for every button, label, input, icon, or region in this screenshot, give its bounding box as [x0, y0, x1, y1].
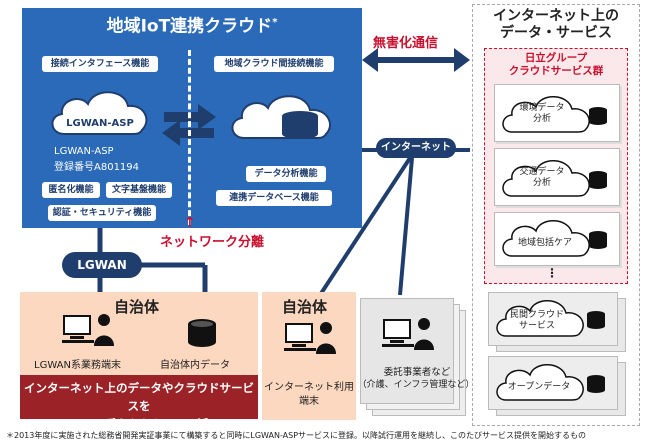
care-label: 地域包括ケア	[517, 238, 572, 248]
footnote: ＊2013年度に実施された総務省開発実証事業にて構築すると同時にLGWAN-AS…	[6, 431, 587, 440]
asp-reg-line2: 登録番号A801194	[54, 162, 140, 173]
inter-cloud-function-label: 地域クラウド間接続機能	[214, 56, 334, 72]
cloud-database-icon	[502, 96, 607, 133]
network-divider	[188, 50, 191, 225]
network-separation-label: ネットワーク分離	[160, 235, 265, 250]
private-cloud-label: 民間クラウド サービス	[494, 310, 580, 332]
contractor-line2: （介護、インフラ管理など）	[357, 380, 475, 390]
cloud-panel-title: 地域IoT連携クラウド*	[22, 8, 362, 38]
auth-security-label: 認証・セキュリティ機能	[48, 205, 156, 221]
asp-reg-line1: LGWAN-ASP	[54, 146, 114, 157]
asp-cloud-label: LGWAN-ASP	[66, 118, 134, 129]
municipal-data-label: 自治体内データ	[160, 360, 230, 371]
traffic-data-label: 交通データ 分析	[500, 167, 584, 189]
harmless-comm-label: 無害化通信	[373, 36, 439, 51]
banner-line2: LGWAN系からセキュアに活用	[57, 417, 221, 431]
cloud-database-icon	[496, 364, 605, 401]
lgwan-terminal-label: LGWAN系業務端末	[34, 360, 121, 371]
separation-arrow-icon: ↑	[184, 215, 196, 231]
env-data-label: 環境データ 分析	[500, 103, 584, 125]
secure-use-banner: インターネット上のデータやクラウドサービスを LGWAN系からセキュアに活用	[20, 375, 258, 431]
computer-user-icon	[62, 314, 114, 346]
services-title-line2: データ・サービス	[500, 25, 612, 41]
text-base-label: 文字基盤機能	[106, 182, 172, 198]
private-line1: 民間クラウド	[509, 310, 564, 320]
traffic-line2: 分析	[532, 178, 551, 188]
internet-terminal-line1: インターネット利用	[264, 382, 354, 393]
linked-db-label: 連携データベース機能	[216, 190, 332, 206]
internet-line-down	[398, 157, 414, 296]
env-line1: 環境データ	[519, 103, 565, 113]
contractor-card	[360, 298, 454, 404]
cloud-title-text: 地域IoT連携クラウド	[106, 16, 273, 37]
data-analysis-label: データ分析機能	[246, 166, 326, 182]
banner-line1: インターネット上のデータやクラウドサービスを	[24, 381, 254, 413]
database-icon	[188, 319, 216, 347]
cloud-database-icon	[502, 220, 607, 257]
internet-line-left	[318, 156, 412, 297]
contractor-line1: 委託事業者など	[383, 367, 451, 378]
municipality-right-title: 自治体	[282, 298, 328, 316]
anonymize-label: 匿名化機能	[42, 182, 100, 198]
env-line2: 分析	[532, 114, 551, 124]
municipality-right-box	[262, 292, 356, 420]
more-ellipsis: ⋮	[546, 266, 558, 280]
internet-terminal-line2: 端末	[299, 396, 319, 407]
open-data-label: オープンデータ	[507, 382, 571, 392]
cloud-database-icon	[496, 300, 605, 337]
lgwan-badge: LGWAN	[62, 252, 142, 278]
internet-user-icon	[284, 322, 336, 354]
cloud-database-icon	[502, 160, 607, 197]
double-arrow-icon	[362, 48, 470, 72]
hitachi-line2: クラウドサービス群	[508, 65, 604, 77]
cloud-icon	[51, 91, 148, 135]
private-line2: サービス	[518, 321, 555, 331]
traffic-line1: 交通データ	[519, 167, 565, 177]
cloud-database-icon	[231, 95, 331, 139]
services-title-line1: インターネット上の	[493, 8, 619, 24]
cloud-title-mark: *	[272, 17, 278, 28]
internet-badge: インターネット	[376, 138, 456, 158]
contractor-user-icon	[382, 318, 434, 350]
municipality-left-title: 自治体	[114, 298, 160, 316]
hitachi-title: 日立グループ クラウドサービス群	[484, 52, 628, 78]
internet-services-title: インターネット上の データ・サービス	[472, 8, 640, 42]
municipality-left-box	[20, 292, 258, 376]
internet-services-panel	[472, 4, 640, 426]
connection-interface-label: 接続インタフェース機能	[42, 56, 158, 72]
hitachi-line1: 日立グループ	[524, 52, 588, 64]
